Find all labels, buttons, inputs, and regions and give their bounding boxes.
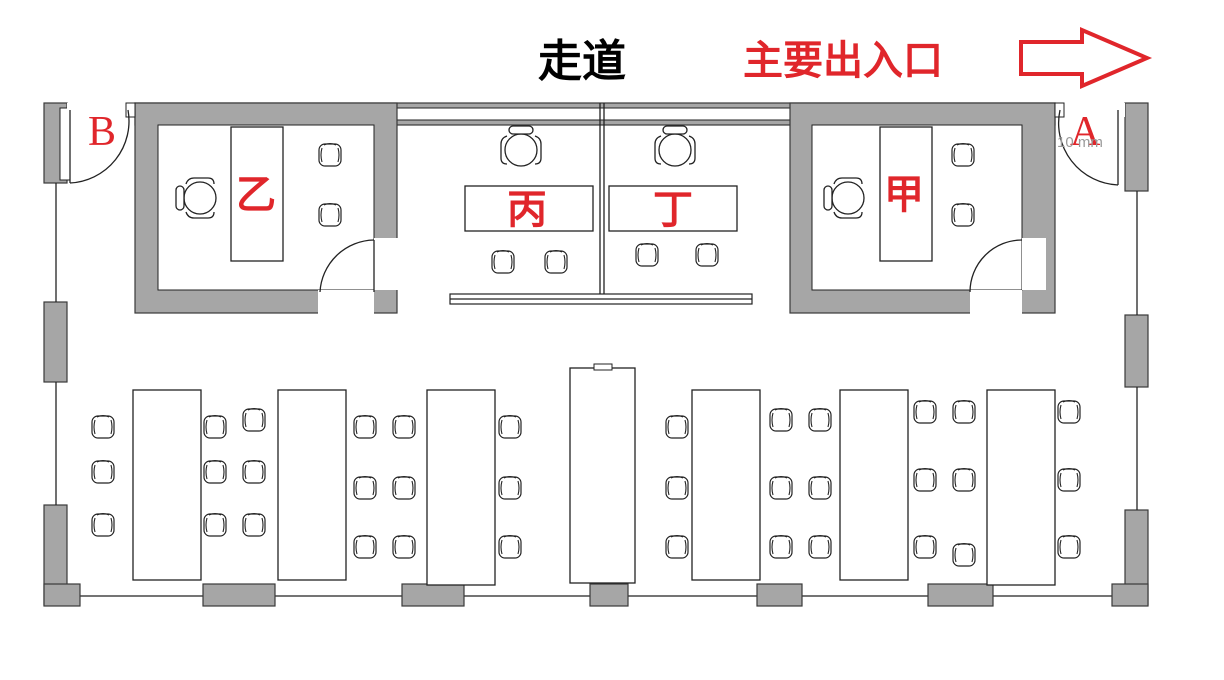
chair-icon xyxy=(203,414,227,439)
chair-icon xyxy=(392,475,416,500)
chair-icon xyxy=(544,249,568,274)
desk-label-bing: 丙 xyxy=(507,186,547,233)
chair-icon xyxy=(665,475,689,500)
chair-icon xyxy=(242,512,266,537)
chair-icon xyxy=(392,414,416,439)
office-yi: 乙 xyxy=(134,102,398,314)
main-entrance-label: 主要出入口 xyxy=(743,37,943,84)
office-label-jia: 甲 xyxy=(884,171,924,218)
chair-icon xyxy=(353,534,377,559)
chair-icon xyxy=(952,467,976,492)
chair-icon xyxy=(769,407,793,432)
chair-icon xyxy=(769,534,793,559)
chair-icon xyxy=(91,414,115,439)
chair-icon xyxy=(808,534,832,559)
chair-icon xyxy=(808,475,832,500)
chair-icon xyxy=(242,407,266,432)
chair-icon xyxy=(913,399,937,424)
chair-icon xyxy=(392,534,416,559)
chair-icon xyxy=(318,142,342,167)
chair-icon xyxy=(91,459,115,484)
chair-icon xyxy=(951,202,975,227)
door-swing-icon xyxy=(969,239,1023,293)
chair-icon xyxy=(353,475,377,500)
chair-icon xyxy=(913,467,937,492)
arrow-right-icon xyxy=(1019,26,1153,90)
chair-icon xyxy=(318,202,342,227)
chair-icon xyxy=(635,242,659,267)
dimension-label: 10 mm xyxy=(1057,134,1103,151)
desk-label-ding: 丁 xyxy=(653,186,693,233)
chair-icon xyxy=(498,475,522,500)
door-a: A 10 mm xyxy=(1054,102,1125,186)
office-label-yi: 乙 xyxy=(236,171,276,218)
office-jia: 甲 xyxy=(789,102,1056,314)
chair-icon xyxy=(203,512,227,537)
chair-icon xyxy=(913,534,937,559)
chair-icon xyxy=(1057,534,1081,559)
chair-icon xyxy=(665,534,689,559)
desk-ding: 丁 xyxy=(608,125,738,267)
executive-chair-icon xyxy=(654,125,696,167)
chair-icon xyxy=(1057,467,1081,492)
chair-icon xyxy=(242,459,266,484)
door-label-b: B xyxy=(88,109,116,155)
chair-icon xyxy=(491,249,515,274)
chair-icon xyxy=(665,414,689,439)
executive-chair-icon xyxy=(500,125,542,167)
chair-icon xyxy=(769,475,793,500)
chair-icon xyxy=(951,142,975,167)
chair-icon xyxy=(498,534,522,559)
chair-icon xyxy=(353,414,377,439)
door-swing-icon xyxy=(1057,109,1119,186)
open-plan-desks xyxy=(132,363,1056,586)
door-swing-icon xyxy=(319,239,375,293)
desk-bing: 丙 xyxy=(464,125,594,274)
door-label-a: A xyxy=(1070,109,1101,155)
door-b: B xyxy=(67,102,136,184)
chair-icon xyxy=(1057,399,1081,424)
outer-walls xyxy=(43,102,1149,607)
chair-icon xyxy=(695,242,719,267)
chair-icon xyxy=(498,414,522,439)
chair-icon xyxy=(952,399,976,424)
chair-icon xyxy=(808,407,832,432)
chair-icon xyxy=(203,459,227,484)
door-swing-icon xyxy=(69,109,130,184)
chair-icon xyxy=(952,542,976,567)
corridor-label: 走道 xyxy=(538,36,626,87)
chair-icon xyxy=(91,512,115,537)
